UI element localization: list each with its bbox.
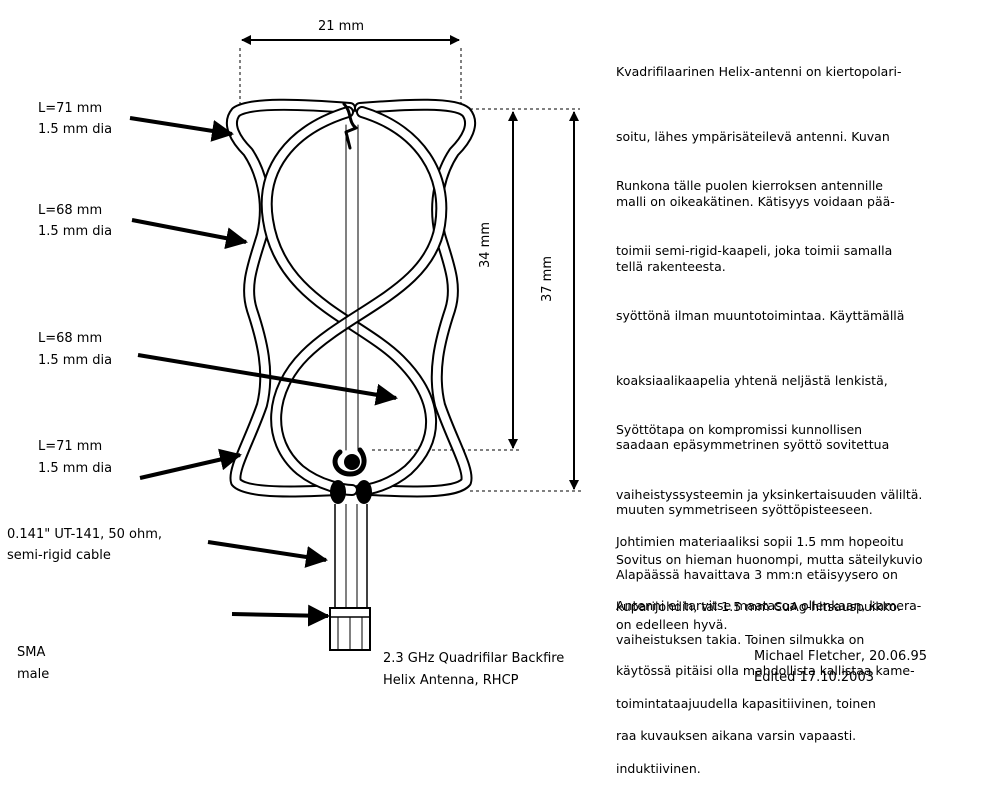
- wire3-diameter-label: 1.5 mm dia: [38, 353, 113, 368]
- wire2-diameter-label: 1.5 mm dia: [38, 224, 113, 239]
- semi-rigid-cable: [334, 504, 368, 608]
- wire4-diameter-label: 1.5 mm dia: [38, 461, 113, 476]
- paragraph-line: on edelleen hyvä.: [616, 616, 728, 632]
- paragraph-line: vaiheistyssysteemin ja yksinkertaisuuden…: [616, 486, 923, 502]
- cable-desc-label: semi-rigid cable: [7, 548, 111, 563]
- diagram-caption-line2: Helix Antenna, RHCP: [383, 673, 519, 688]
- paragraph-line: koaksiaalikaapelia yhtenä neljästä lenki…: [616, 372, 888, 388]
- paragraph-line: raa kuvauksen aikana varsin vapaasti.: [616, 727, 857, 743]
- paragraph-line: saadaan epäsymmetrinen syöttö sovitettua: [616, 437, 890, 453]
- width-dimension: [239, 35, 462, 108]
- paragraph-line: tellä rakenteesta.: [616, 258, 726, 274]
- helix-antenna-diagram: [129, 35, 582, 651]
- description-paragraph-1: Kvadrifilaarinen Helix-antenni on kierto…: [616, 18, 976, 299]
- paragraph-line: Runkona tälle puolen kierroksen antennil…: [616, 178, 883, 194]
- paragraph-line: kuparijohdin, tai 1.5 mm CuAg-hitsauspui…: [616, 598, 901, 614]
- pointer-arrows: [129, 116, 398, 627]
- paragraph-line: Kvadrifilaarinen Helix-antenni on kierto…: [616, 64, 902, 80]
- edited-date-line: Edited 17.10.2003: [754, 670, 874, 685]
- connector-gender-label: male: [17, 667, 50, 682]
- paragraph-line: Sovitus on hieman huonompi, mutta säteil…: [616, 551, 923, 567]
- wire2-length-label: L=68 mm: [38, 203, 103, 218]
- paragraph-line: soitu, lähes ympärisäteilevä antenni. Ku…: [616, 128, 890, 144]
- description-paragraph-3: Syöttötapa on kompromissi kunnollisen va…: [616, 376, 976, 657]
- paragraph-line: Antenni ei tarvitse maatasoa ollenkaan, …: [616, 598, 922, 614]
- wire3-length-label: L=68 mm: [38, 331, 103, 346]
- width-dimension-label: 21 mm: [318, 19, 365, 34]
- cable-type-label: 0.141" UT-141, 50 ohm,: [7, 527, 163, 542]
- paragraph-line: Alapäässä havaittava 3 mm:n etäisyysero …: [616, 566, 898, 582]
- wire4-length-label: L=71 mm: [38, 439, 103, 454]
- wire1-length-label: L=71 mm: [38, 101, 103, 116]
- paragraph-line: malli on oikeakätinen. Kätisyys voidaan …: [616, 193, 895, 209]
- paragraph-line: toimii semi-rigid-kaapeli, joka toimii s…: [616, 242, 893, 258]
- sma-connector: [329, 607, 371, 651]
- height-outer-dimension-label: 37 mm: [540, 255, 555, 302]
- connector-type-label: SMA: [17, 645, 46, 660]
- paragraph-line: Johtimien materiaaliksi sopii 1.5 mm hop…: [616, 534, 904, 550]
- author-line: Michael Fletcher, 20.06.95: [754, 649, 927, 664]
- paragraph-line: vaiheistuksen takia. Toinen silmukka on: [616, 631, 865, 647]
- height-dimensions: [368, 108, 582, 492]
- paragraph-line: Syöttötapa on kompromissi kunnollisen: [616, 422, 863, 438]
- solder-joints: [330, 480, 372, 504]
- description-paragraph-4: Johtimien materiaaliksi sopii 1.5 mm hop…: [616, 488, 976, 639]
- paragraph-line: toimintataajuudella kapasitiivinen, toin…: [616, 696, 876, 712]
- paragraph-line: syöttönä ilman muuntotoimintaa. Käyttämä…: [616, 307, 905, 323]
- wire1-diameter-label: 1.5 mm dia: [38, 122, 113, 137]
- height-inner-dimension-label: 34 mm: [478, 221, 493, 268]
- paragraph-line: käytössä pitäisi olla mahdollista kallis…: [616, 662, 915, 678]
- diagram-caption-line1: 2.3 GHz Quadrifilar Backfire: [383, 651, 565, 666]
- description-paragraph-5: Antenni ei tarvitse maatasoa ollenkaan, …: [616, 552, 976, 768]
- helix-wires: [225, 98, 477, 498]
- paragraph-line: muuten symmetriseen syöttöpisteeseen.: [616, 502, 873, 518]
